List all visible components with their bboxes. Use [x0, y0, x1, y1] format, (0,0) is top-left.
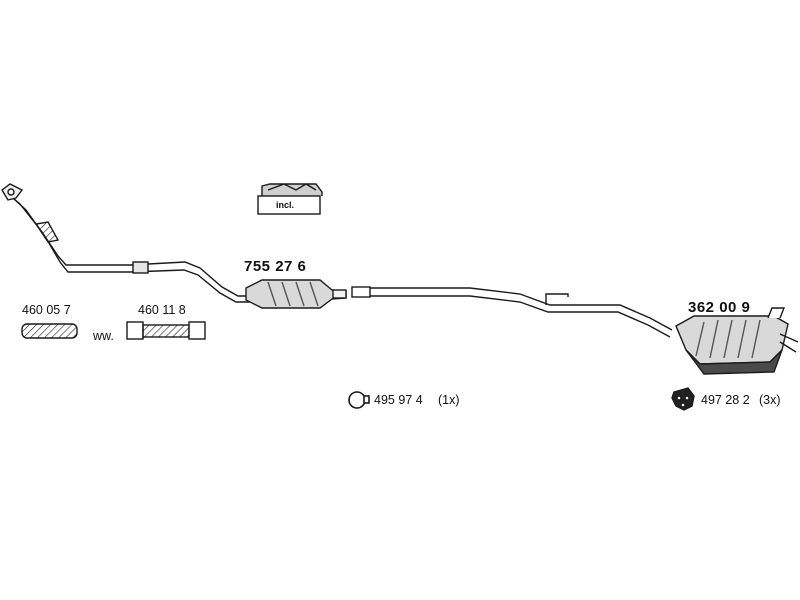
mounting-kit-icon [257, 183, 323, 215]
rubber-mount-number: 497 28 2 [701, 393, 750, 407]
rubber-mount-quantity: (3x) [759, 393, 781, 407]
rear-silencer-number: 362 00 9 [688, 299, 751, 316]
flex-pipe-460118 [126, 321, 206, 340]
front-flange-icon [1, 183, 24, 201]
alternative-note: ww. [93, 329, 114, 343]
catalytic-converter [245, 279, 347, 309]
rubber-ring-quantity: (1x) [438, 393, 460, 407]
flex-pipe-a-number: 460 05 7 [22, 303, 71, 317]
front-pipe [7, 193, 250, 303]
rubber-ring-number: 495 97 4 [374, 393, 423, 407]
rubber-ring-icon [348, 391, 370, 409]
rear-silencer [675, 307, 799, 375]
catalytic-converter-number: 755 27 6 [244, 258, 307, 275]
flex-pipe-b-number: 460 11 8 [138, 303, 186, 317]
middle-pipe [351, 286, 673, 338]
mounting-kit-label: incl. [276, 200, 295, 210]
rubber-mount-icon [671, 387, 695, 411]
flex-pipe-460057 [21, 323, 78, 339]
